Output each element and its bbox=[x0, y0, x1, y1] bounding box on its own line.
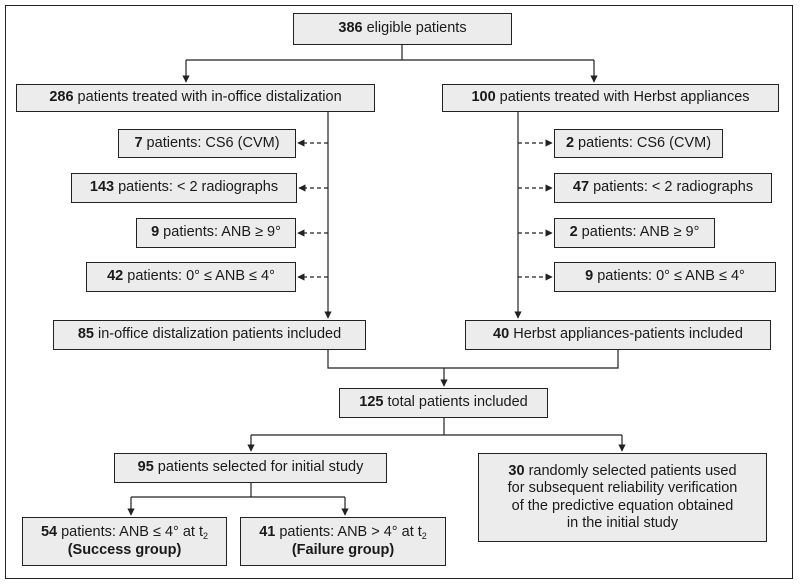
failure-group-label: (Failure group) bbox=[291, 541, 395, 558]
initial-study-box: 95 patients selected for initial study bbox=[114, 453, 387, 483]
connector-total-split bbox=[251, 418, 622, 436]
right-exclusion-anb-range-box: 9 patients: 0° ≤ ANB ≤ 4° bbox=[554, 262, 776, 292]
success-group-box: 54 patients: ANB ≤ 4° at t2 (Success gro… bbox=[22, 517, 227, 566]
left-exclusion-radiographs-box: 143 patients: < 2 radiographs bbox=[71, 173, 297, 203]
left-exclusion-cs6-box: 7 patients: CS6 (CVM) bbox=[118, 129, 296, 158]
right-exclusion-anb9-box: 2 patients: ANB ≥ 9° bbox=[554, 218, 715, 248]
left-exclusion-anb-range-box: 42 patients: 0° ≤ ANB ≤ 4° bbox=[86, 262, 296, 292]
left-exclusion-anb9-box: 9 patients: ANB ≥ 9° bbox=[136, 218, 296, 248]
success-group-label: (Success group) bbox=[67, 541, 182, 558]
in-office-treated-box: 286 patients treated with in-office dist… bbox=[16, 84, 375, 112]
right-exclusion-cs6-box: 2 patients: CS6 (CVM) bbox=[554, 129, 723, 158]
connector-merge bbox=[327, 350, 619, 369]
connector-eligible-split bbox=[186, 45, 594, 61]
in-office-included-box: 85 in-office distalization patients incl… bbox=[53, 320, 366, 350]
right-exclusion-radiographs-box: 47 patients: < 2 radiographs bbox=[554, 173, 772, 203]
herbst-included-box: 40 Herbst appliances-patients included bbox=[465, 320, 771, 350]
connector-initial-split bbox=[131, 483, 345, 498]
total-included-box: 125 total patients included bbox=[339, 388, 548, 418]
reliability-verification-box: 30 randomly selected patients used for s… bbox=[478, 453, 767, 542]
herbst-treated-box: 100 patients treated with Herbst applian… bbox=[442, 84, 779, 112]
figure-frame bbox=[5, 5, 793, 579]
eligible-patients-box: 386 eligible patients bbox=[293, 13, 512, 45]
failure-group-box: 41 patients: ANB > 4° at t2 (Failure gro… bbox=[240, 517, 446, 566]
